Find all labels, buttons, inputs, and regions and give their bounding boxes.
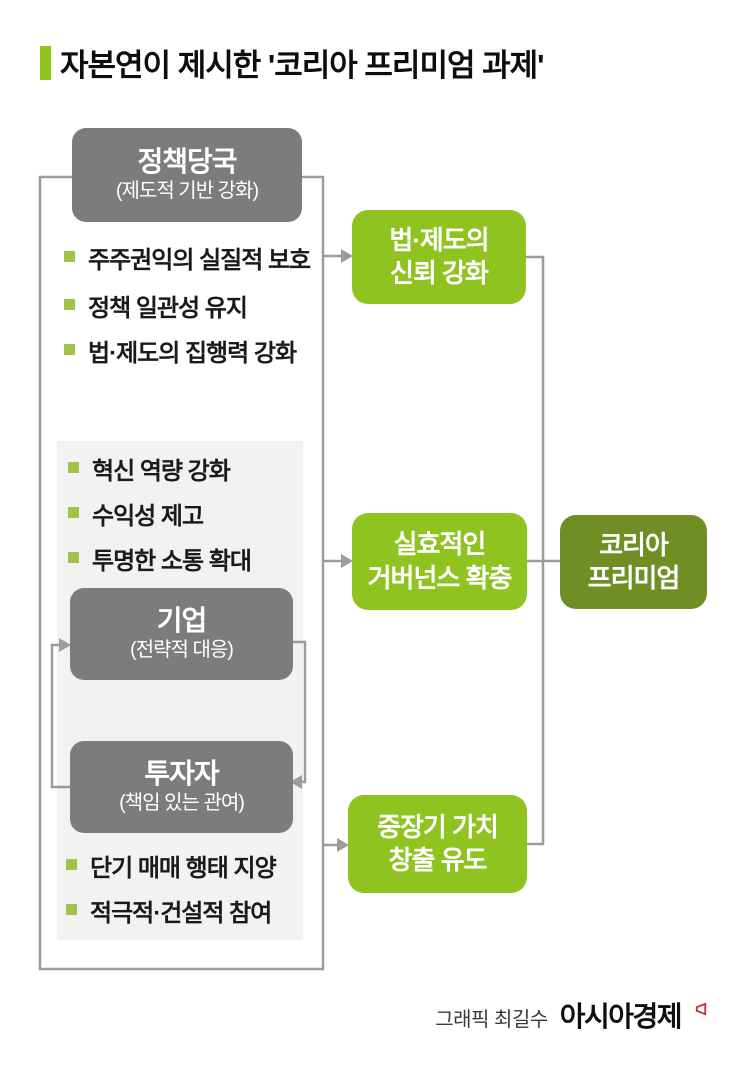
investor-bullet-2: 적극적·건설적 참여 <box>66 893 272 927</box>
outcome-longterm-line2: 창출 유도 <box>388 845 488 875</box>
company-title: 기업 <box>156 605 208 637</box>
arrowhead-governance-icon <box>341 554 353 568</box>
title-accent-bar-icon <box>40 45 51 80</box>
arrowhead-longterm-icon <box>337 838 349 852</box>
policy-bullet-1: 주주권익의 실질적 보호 <box>64 240 311 274</box>
policy-authority-subtitle: (제도적 기반 강화) <box>115 179 259 202</box>
korea-premium-box: 코리아 프리미엄 <box>560 515 707 609</box>
outcome-longterm-line1: 중장기 가치 <box>377 811 499 842</box>
outcome-trust-line2: 신뢰 강화 <box>390 258 489 288</box>
bullet-text: 단기 매매 행태 지양 <box>90 854 277 882</box>
bullet-text: 투명한 소통 확대 <box>92 547 252 575</box>
bullet-square-icon <box>64 343 75 355</box>
bullet-text: 적극적·건설적 참여 <box>90 899 272 927</box>
company-to-investor-loop-line <box>293 640 307 784</box>
korea-premium-line2: 프리미엄 <box>587 563 681 593</box>
brand-logo-text: 아시아경제 <box>559 1001 683 1032</box>
bullet-square-icon <box>68 461 79 473</box>
bullet-text: 법·제도의 집행력 강화 <box>88 339 297 367</box>
company-bullet-1: 혁신 역량 강화 <box>68 451 231 485</box>
outcome-trust-line1: 법·제도의 <box>389 224 489 255</box>
outcomes-to-premium-line <box>526 255 545 846</box>
bullet-square-icon <box>66 858 77 870</box>
korea-premium-line1: 코리아 <box>599 529 669 560</box>
outcome-longterm-box: 중장기 가치 창출 유도 <box>348 795 527 893</box>
policy-bullet-2: 정책 일관성 유지 <box>64 288 248 322</box>
policy-bullet-3: 법·제도의 집행력 강화 <box>64 333 297 367</box>
graphic-credit: 그래픽 최길수 <box>435 1009 548 1031</box>
investor-title: 투자자 <box>144 758 219 790</box>
arrowhead-to-investor-icon <box>290 775 302 789</box>
footer: 그래픽 최길수 아시아경제 <box>435 995 709 1035</box>
outcome-trust-box: 법·제도의 신뢰 강화 <box>352 210 526 304</box>
bullet-square-icon <box>64 298 75 310</box>
brand-red-mark-icon <box>695 1002 707 1016</box>
bullet-square-icon <box>68 551 79 563</box>
bullet-text: 주주권익의 실질적 보호 <box>88 246 311 274</box>
policy-authority-title: 정책당국 <box>137 146 237 178</box>
outcome-governance-line1: 실효적인 <box>393 529 487 560</box>
policy-authority-box: 정책당국 (제도적 기반 강화) <box>72 128 302 222</box>
company-subtitle: (전략적 대응) <box>130 638 234 661</box>
investor-to-company-loop-line <box>50 643 70 789</box>
bullet-square-icon <box>64 250 75 262</box>
header: 자본연이 제시한 '코리아 프리미엄 과제' <box>40 40 545 85</box>
outcome-governance-box: 실효적인 거버넌스 확충 <box>352 513 527 610</box>
company-bullet-3: 투명한 소통 확대 <box>68 541 252 575</box>
bullet-text: 혁신 역량 강화 <box>92 457 231 485</box>
arrowhead-to-company-icon <box>59 638 71 652</box>
bullet-square-icon <box>68 506 79 518</box>
company-bullet-2: 수익성 제고 <box>68 496 204 530</box>
bullet-text: 정책 일관성 유지 <box>88 294 248 322</box>
page-title: 자본연이 제시한 '코리아 프리미엄 과제' <box>60 48 545 83</box>
investor-box: 투자자 (책임 있는 관여) <box>70 741 293 833</box>
investor-bullet-1: 단기 매매 행태 지양 <box>66 848 277 882</box>
private-sector-panel <box>57 441 303 940</box>
arrowhead-policy-icon <box>341 249 353 263</box>
outcome-governance-line2: 거버넌스 확충 <box>367 562 513 593</box>
bullet-text: 수익성 제고 <box>92 502 204 530</box>
bullet-square-icon <box>66 903 77 915</box>
investor-subtitle: (책임 있는 관여) <box>119 791 245 814</box>
company-box: 기업 (전략적 대응) <box>70 588 293 680</box>
